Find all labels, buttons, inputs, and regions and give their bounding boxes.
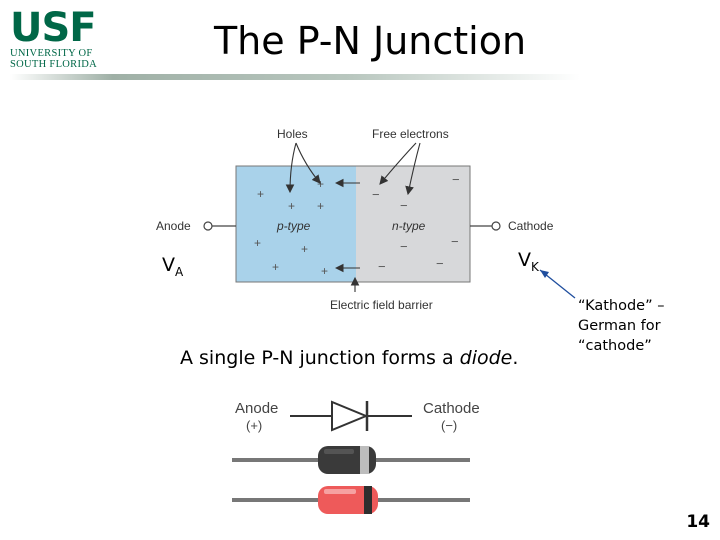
diode-caption: A single P-N junction forms a diode.: [180, 347, 519, 369]
svg-text:−: −: [452, 172, 460, 187]
svg-text:+: +: [317, 177, 324, 191]
diode-symbol-figure: Anode (+) Cathode (−): [232, 400, 480, 514]
cathode-label: Cathode: [508, 219, 554, 233]
free-electrons-label: Free electrons: [372, 127, 449, 141]
pn-junction-diagram: Anode Cathode Holes Free electrons p-typ…: [156, 127, 576, 312]
symbol-cathode-sign: (−): [441, 418, 457, 433]
svg-text:+: +: [321, 264, 328, 278]
diode-dark-component: [232, 446, 470, 474]
symbol-anode-label: Anode: [235, 400, 278, 417]
symbol-anode-sign: (+): [246, 418, 262, 433]
diode-schematic-symbol: [290, 400, 412, 432]
svg-text:−: −: [400, 198, 408, 213]
anode-label: Anode: [156, 219, 191, 233]
svg-text:+: +: [254, 236, 261, 250]
voltage-cathode-label: VK: [518, 249, 539, 274]
carrier-arrows: [285, 142, 421, 292]
svg-text:+: +: [301, 242, 308, 256]
kathode-note: “Kathode” – German for “cathode”: [578, 298, 665, 354]
n-region: [356, 166, 470, 282]
hole-charges: + + + + + + + +: [254, 177, 328, 278]
logo-abbr: USF: [10, 5, 97, 51]
slide-title: The P-N Junction: [213, 19, 527, 63]
holes-label: Holes: [277, 127, 308, 141]
anode-terminal: [203, 221, 213, 231]
svg-text:−: −: [436, 256, 444, 271]
vk-pointer-head: [540, 270, 549, 278]
electron-charges: −−− −−− −: [372, 172, 460, 274]
p-type-label: p-type: [276, 219, 311, 233]
title-underline: [10, 74, 580, 80]
barrier-label: Electric field barrier: [330, 298, 433, 312]
cathode-terminal: [491, 221, 501, 231]
logo-line2: SOUTH FLORIDA: [10, 59, 98, 70]
logo-line1: UNIVERSITY OF: [10, 48, 93, 59]
voltage-anode-label: VA: [162, 254, 184, 279]
svg-text:−: −: [378, 259, 386, 274]
svg-text:+: +: [288, 199, 295, 213]
svg-text:+: +: [257, 187, 264, 201]
diode-red-component: [232, 486, 470, 514]
usf-logo: USF UNIVERSITY OF SOUTH FLORIDA: [10, 8, 106, 74]
symbol-cathode-label: Cathode: [423, 400, 480, 417]
svg-text:−: −: [372, 187, 380, 202]
svg-text:+: +: [317, 199, 324, 213]
svg-text:−: −: [451, 234, 459, 249]
page-number: 14: [686, 512, 710, 532]
svg-text:−: −: [400, 239, 408, 254]
svg-text:+: +: [272, 260, 279, 274]
n-type-label: n-type: [392, 219, 426, 233]
